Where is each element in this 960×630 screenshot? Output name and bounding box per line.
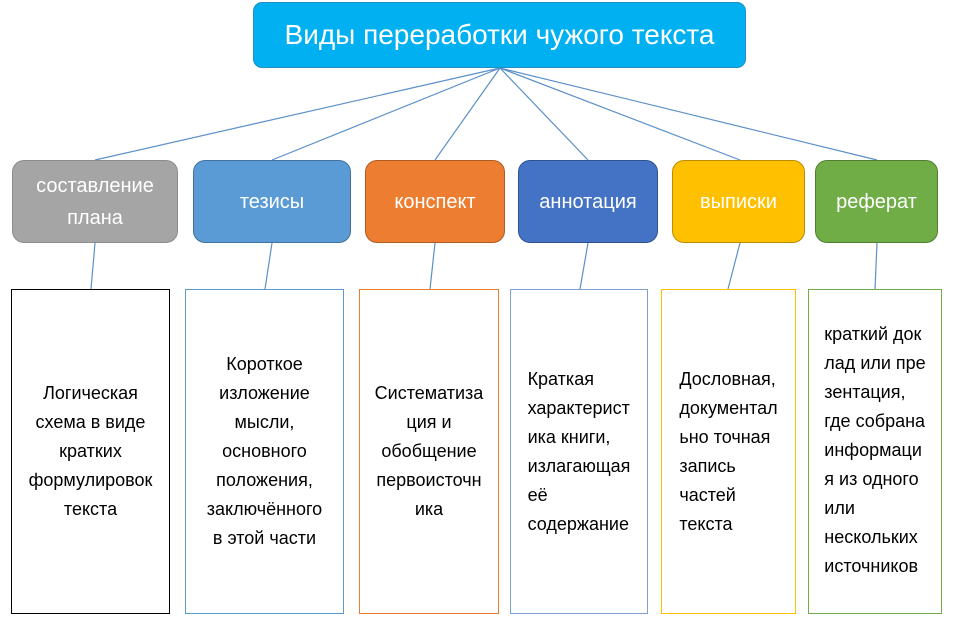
description-annotation-line-2: характерист xyxy=(527,397,630,418)
category-annotation: аннотация xyxy=(518,160,658,243)
description-abstract-line-3: зентация, xyxy=(824,382,906,402)
category-extracts: выписки xyxy=(672,160,805,243)
description-extracts-line-2: документал xyxy=(679,397,778,418)
description-abstract: краткий док лад или пре зентация, где со… xyxy=(808,289,942,614)
connector-title-theses xyxy=(271,67,501,161)
connector-summary-desc xyxy=(429,242,436,290)
connector-title-summary xyxy=(434,67,501,161)
connector-annotation-desc xyxy=(579,242,589,290)
category-theses: тезисы xyxy=(193,160,351,243)
description-plan-line-5: текста xyxy=(63,499,118,519)
category-extracts-label: выписки xyxy=(700,190,777,213)
description-extracts-line-1: Дословная, xyxy=(679,368,776,389)
description-annotation-line-1: Краткая xyxy=(527,368,594,389)
description-extracts-line-6: текста xyxy=(679,513,733,534)
description-summary-line-3: обобщение xyxy=(381,441,477,461)
diagram-title: Виды переработки чужого текста xyxy=(253,2,746,68)
description-summary-line-2: ция и xyxy=(406,412,452,432)
description-annotation-line-5: её xyxy=(527,484,548,505)
connector-theses-desc xyxy=(264,242,273,290)
description-extracts: Дословная, документал ьно точная запись … xyxy=(661,289,796,614)
connector-plan-desc xyxy=(90,242,96,290)
description-extracts-line-5: частей xyxy=(679,484,736,505)
description-plan-line-1: Логическая xyxy=(43,383,138,403)
description-annotation-line-3: ика книги, xyxy=(527,426,611,447)
description-theses-line-1: Короткое xyxy=(226,354,303,374)
description-abstract-line-5: информаци xyxy=(824,440,922,460)
description-theses-line-5: положения, xyxy=(216,470,313,490)
category-abstract: реферат xyxy=(815,160,938,243)
description-theses-line-3: мысли, xyxy=(234,412,295,432)
connector-title-annotation xyxy=(499,67,589,161)
description-theses-line-6: заключённого xyxy=(206,499,323,519)
description-theses-line-7: в этой части xyxy=(212,528,317,548)
category-plan-label-line-1: составление xyxy=(36,174,154,197)
category-plan-label-line-2: плана xyxy=(67,206,123,229)
description-abstract-line-1: краткий док xyxy=(824,324,922,344)
connector-extracts-desc xyxy=(727,242,741,290)
description-plan-line-3: кратких xyxy=(59,441,122,461)
connector-title-plan xyxy=(94,67,501,161)
description-abstract-line-7: или xyxy=(824,498,855,518)
description-theses: Короткое изложение мысли, основного поло… xyxy=(185,289,344,614)
category-plan: составление плана xyxy=(12,160,178,243)
description-summary-line-4: первоисточн xyxy=(376,470,482,490)
description-abstract-line-6: я из одного xyxy=(824,469,919,489)
description-extracts-line-3: ьно точная xyxy=(679,426,771,447)
description-extracts-line-4: запись xyxy=(679,455,736,476)
category-annotation-label: аннотация xyxy=(539,190,637,213)
description-theses-line-4: основного xyxy=(222,441,307,461)
description-annotation: Краткая характерист ика книги, излагающа… xyxy=(510,289,648,614)
description-summary: Систематиза ция и обобщение первоисточн … xyxy=(359,289,499,614)
category-summary: конспект xyxy=(365,160,505,243)
connector-abstract-desc xyxy=(874,242,878,290)
description-abstract-line-4: где собрана xyxy=(824,411,926,431)
description-theses-line-2: изложение xyxy=(219,383,310,403)
description-abstract-line-2: лад или пре xyxy=(824,353,926,373)
category-abstract-label: реферат xyxy=(836,190,917,213)
description-plan-line-4: формулировок xyxy=(28,470,153,490)
category-summary-label: конспект xyxy=(394,190,476,213)
description-abstract-line-8: нескольких xyxy=(824,527,918,547)
description-plan-line-2: схема в виде xyxy=(35,412,146,432)
description-abstract-line-9: источников xyxy=(824,556,919,576)
description-plan: Логическая схема в виде кратких формулир… xyxy=(11,289,170,614)
description-summary-line-5: ика xyxy=(414,499,444,519)
category-theses-label: тезисы xyxy=(239,190,305,213)
description-summary-line-1: Систематиза xyxy=(374,383,484,403)
connector-title-abstract xyxy=(499,67,878,161)
description-annotation-line-4: излагающая xyxy=(527,455,631,476)
connector-title-extracts xyxy=(499,67,741,161)
description-annotation-line-6: содержание xyxy=(527,513,629,534)
